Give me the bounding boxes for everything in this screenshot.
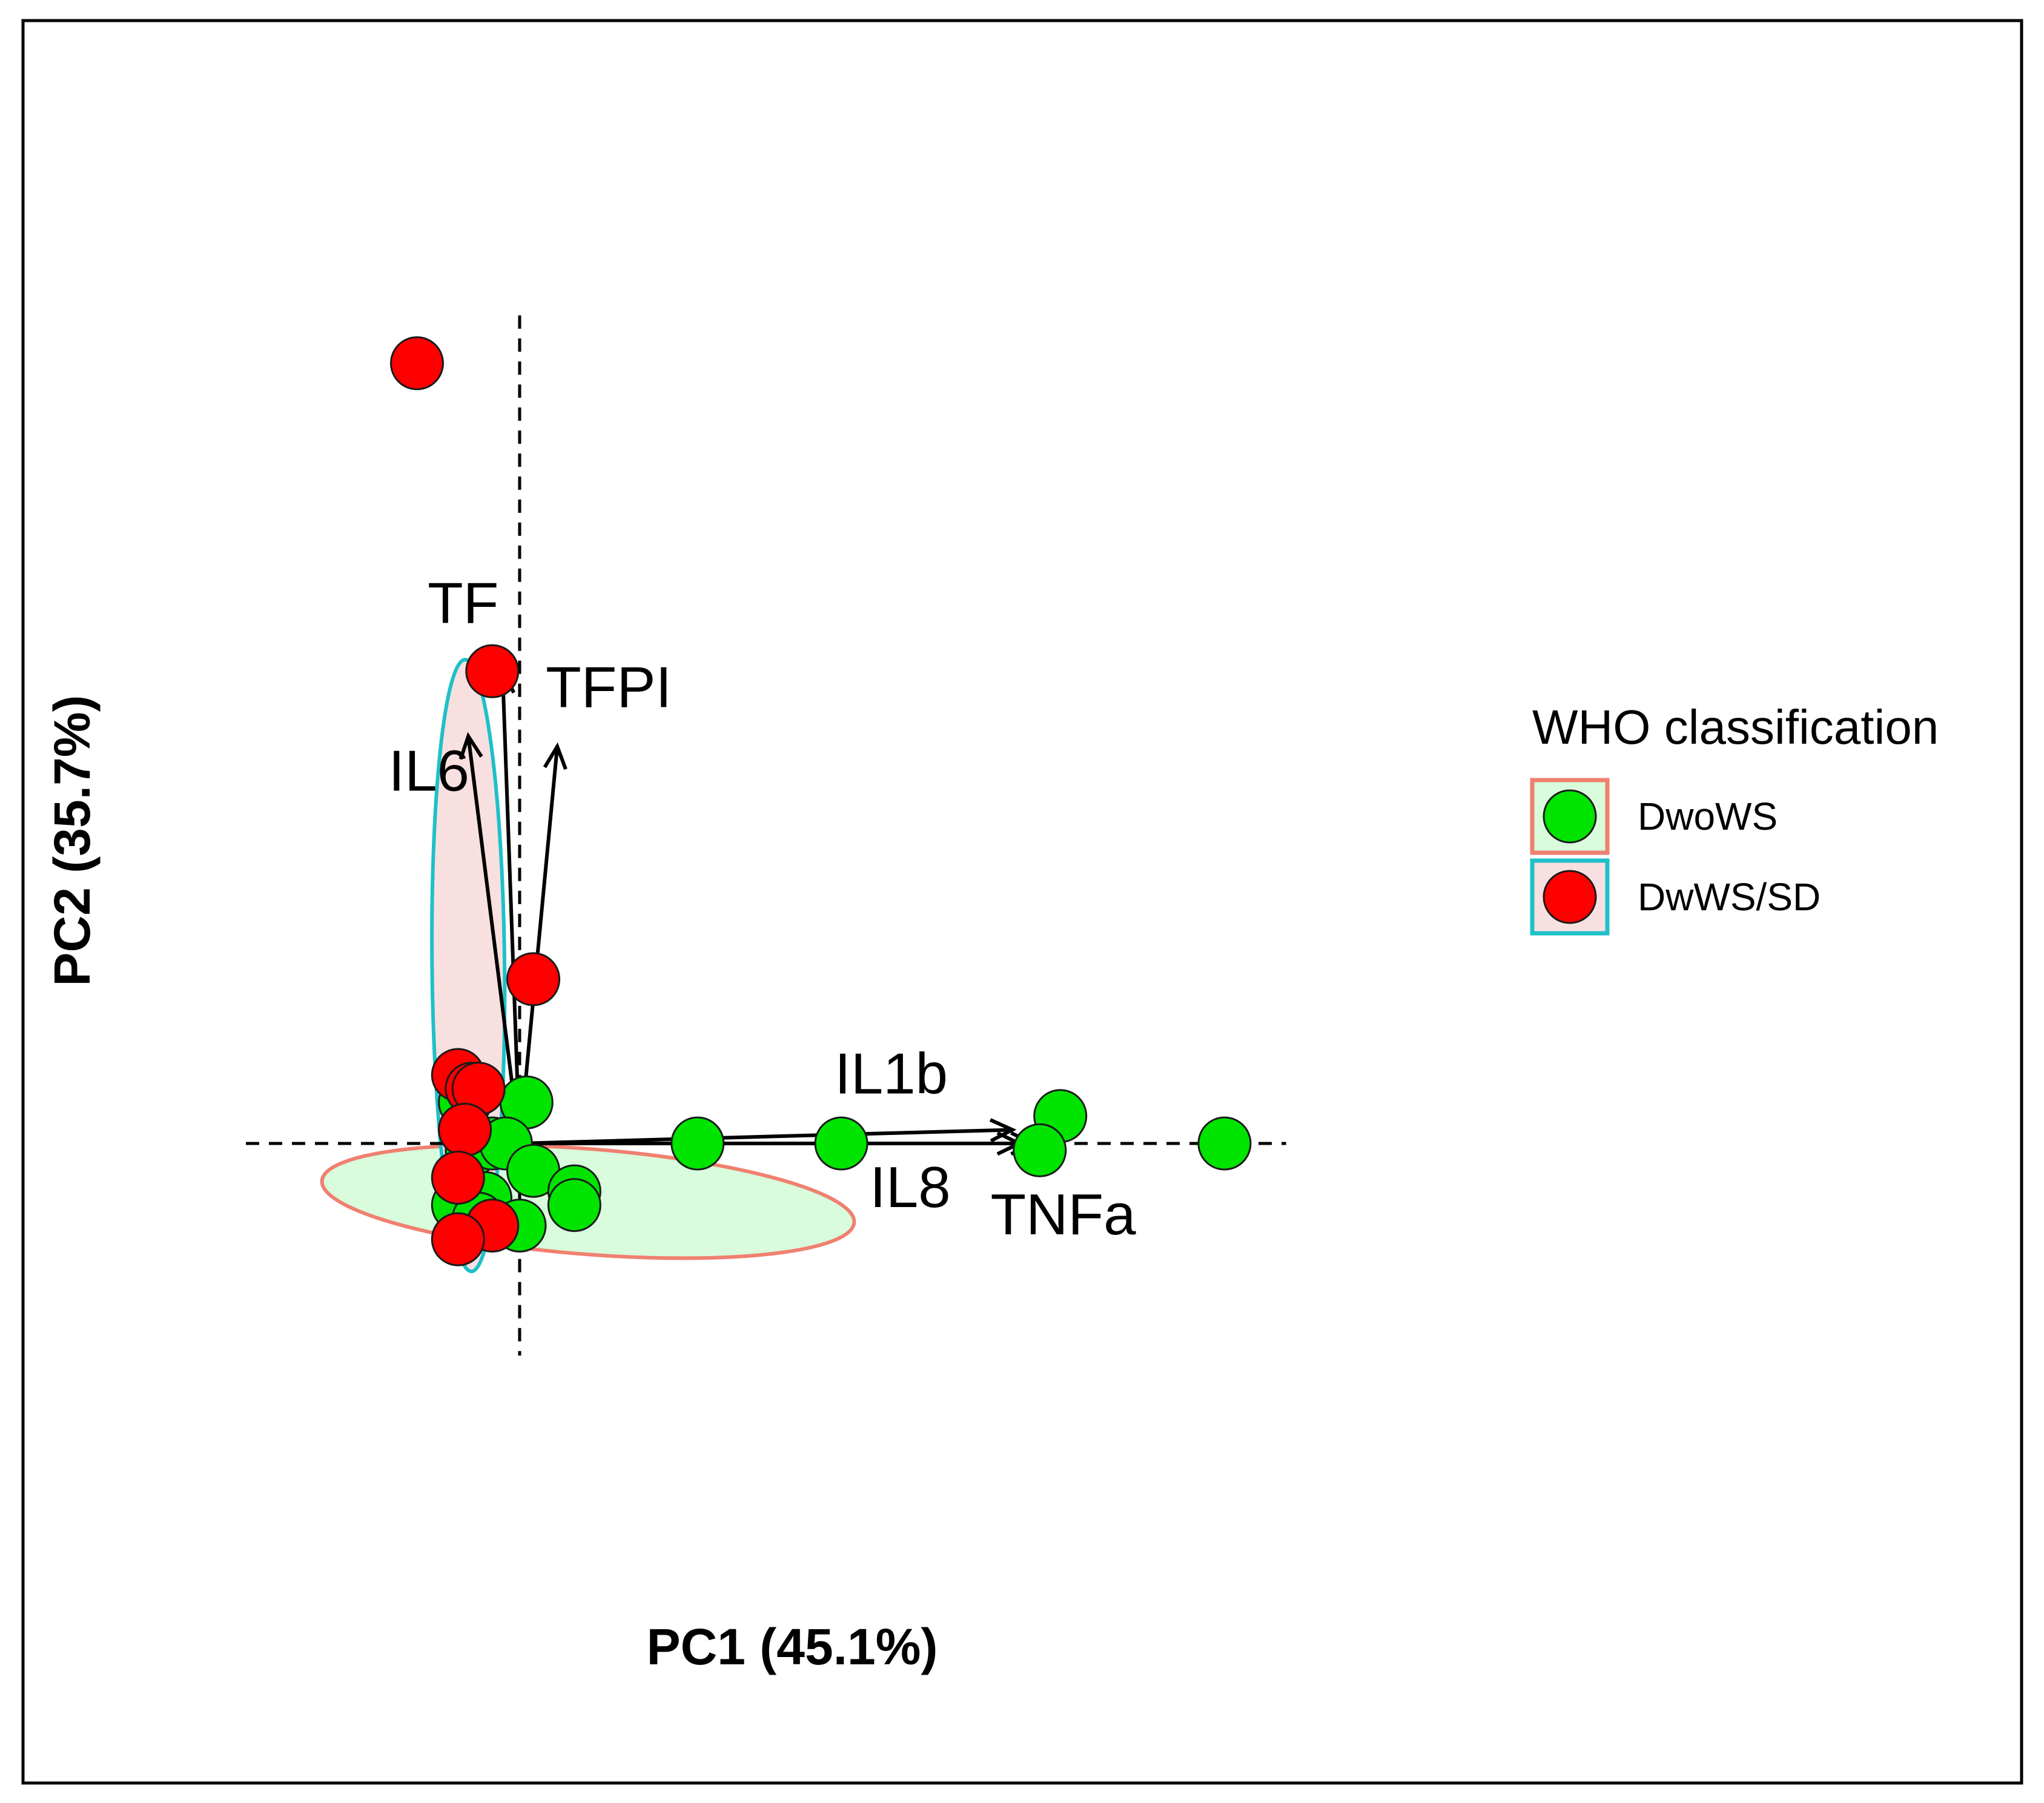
loading-label-il6: IL6 [389, 739, 469, 804]
loading-label-tf: TF [428, 571, 498, 635]
data-point-dwws-sd [431, 1151, 485, 1205]
loading-label-tfpi: TFPI [546, 655, 672, 720]
loading-label-tnfa: TNFa [991, 1182, 1137, 1247]
legend-marker-dwws-sd [1543, 870, 1597, 924]
legend: WHO classification DwoWS DwWS/SD [1530, 700, 1939, 936]
loading-label-il1b: IL1b [835, 1041, 948, 1106]
data-point-dwws-sd [465, 644, 520, 698]
y-axis-label: PC2 (35.7%) [44, 695, 101, 987]
reference-lines [246, 315, 1286, 1356]
legend-entries: DwoWS DwWS/SD [1530, 778, 1821, 936]
loading-label-il8: IL8 [870, 1155, 950, 1220]
legend-label-dwows: DwoWS [1638, 795, 1778, 838]
data-point-dwws-sd [438, 1102, 492, 1157]
data-point-dwws-sd [390, 336, 444, 391]
sample-points [390, 336, 1252, 1266]
loading-arrowhead-il1b [989, 1118, 1017, 1143]
loading-arrowhead-tfpi [543, 742, 567, 770]
x-axis-label: PC1 (45.1%) [647, 1618, 938, 1675]
data-point-dwows [547, 1178, 601, 1232]
loading-arrow-il6 [466, 736, 521, 1144]
legend-title: WHO classification [1532, 700, 1939, 754]
data-point-dwws-sd [506, 952, 561, 1007]
legend-label-dwws-sd: DwWS/SD [1638, 875, 1821, 919]
data-point-dwws-sd [431, 1212, 485, 1266]
loading-arrow-il1b [519, 1128, 1013, 1145]
legend-marker-dwows [1543, 789, 1597, 844]
plot-frame [21, 19, 2023, 1785]
data-point-dwows [1013, 1123, 1067, 1177]
data-point-dwows [670, 1116, 725, 1171]
loading-arrow-tf [500, 671, 521, 1144]
data-point-dwows [1197, 1116, 1252, 1171]
data-point-dwows [814, 1116, 868, 1171]
loading-arrowhead-il6 [458, 732, 483, 760]
